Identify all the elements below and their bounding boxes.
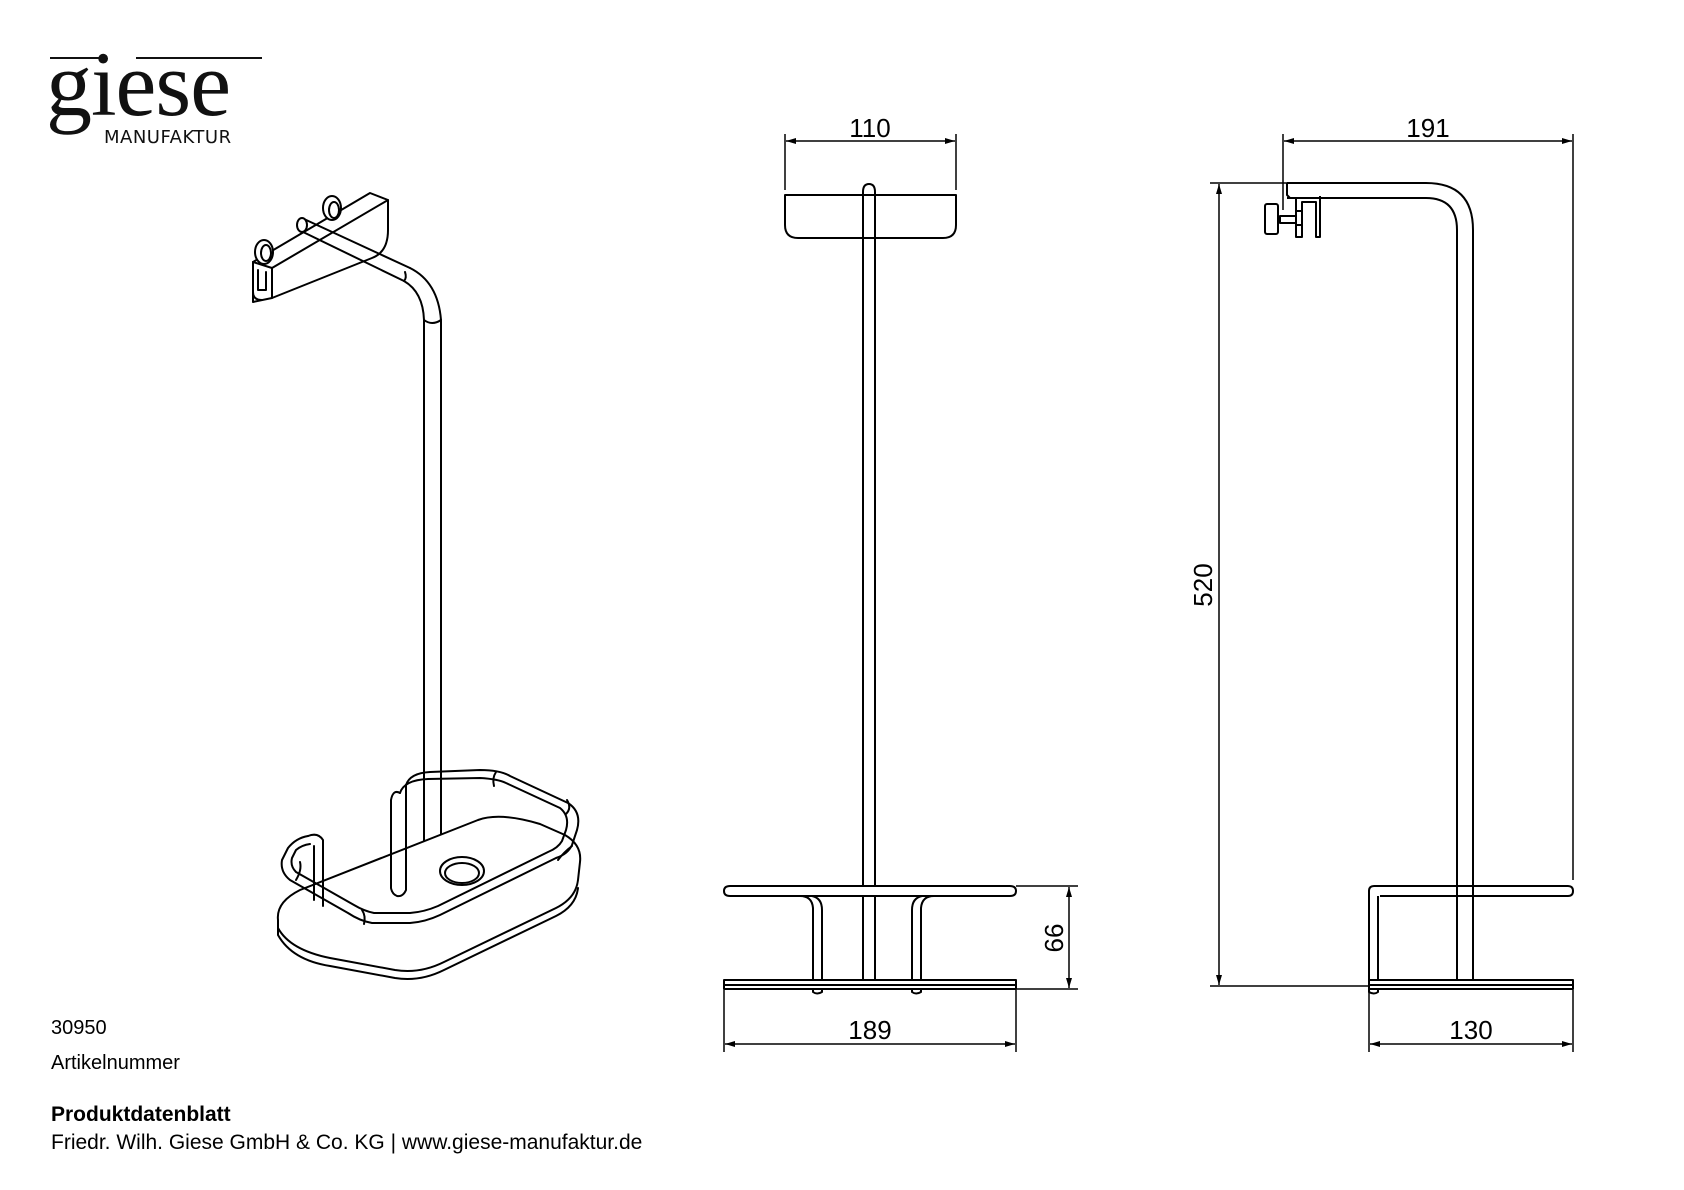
datasheet-title: Produktdatenblatt (51, 1103, 231, 1126)
logo-rule-left (50, 57, 102, 59)
article-number-label: Artikelnummer (51, 1052, 180, 1074)
logo-rule-right (136, 57, 262, 59)
logo-subtitle: MANUFAKTUR (104, 127, 232, 148)
side-view (1264, 182, 1574, 995)
isometric-view (252, 192, 582, 980)
dim-front-base-width: 189 (848, 1015, 891, 1045)
dim-front-base-height: 66 (1039, 924, 1069, 953)
front-view (723, 183, 1017, 995)
dim-side-total-height: 520 (1188, 563, 1218, 606)
dim-side-top-depth: 191 (1406, 113, 1449, 143)
dimension-lines (723, 134, 1574, 1052)
company-line: Friedr. Wilh. Giese GmbH & Co. KG | www.… (51, 1131, 643, 1154)
dimension-labels: 110 191 520 66 189 130 (848, 113, 1492, 1045)
logo-wordmark: giese (46, 33, 231, 135)
dim-side-base-depth: 130 (1449, 1015, 1492, 1045)
brand-logo: giese MANUFAKTUR (46, 38, 262, 152)
dim-front-top-width: 110 (849, 113, 890, 143)
article-number: 30950 (51, 1017, 107, 1039)
